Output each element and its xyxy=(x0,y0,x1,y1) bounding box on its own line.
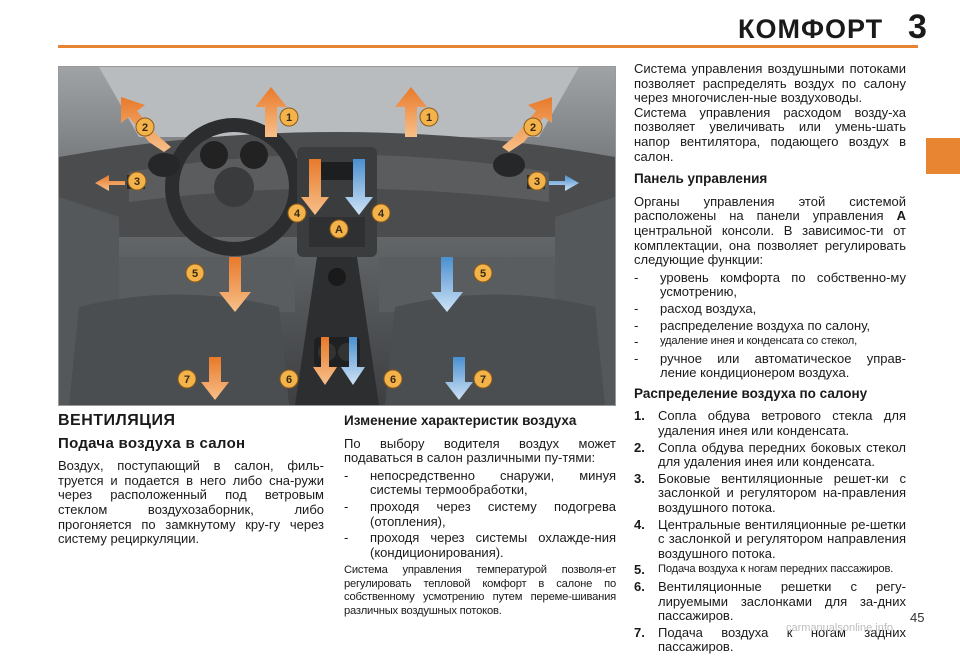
list-item: 3.Боковые вентиляционные решет-ки с засл… xyxy=(634,470,906,516)
marker-badge: 1 xyxy=(279,107,299,127)
marker-badge: 4 xyxy=(287,203,307,223)
note-paragraph: Система управления температурой позволя-… xyxy=(344,564,616,617)
list-item: 2.Сопла обдува передних боковых стекол д… xyxy=(634,439,906,470)
list-item: -удаление инея и конденсата со стекол, xyxy=(634,334,857,350)
svg-text:4: 4 xyxy=(294,208,301,220)
list-item: -непосредственно снаружи, минуя системы … xyxy=(344,467,616,498)
svg-text:3: 3 xyxy=(134,176,140,188)
svg-text:6: 6 xyxy=(390,374,396,386)
interior-ventilation-illustration: 1 1 2 2 3 3 4 4 A 5 5 6 6 7 7 xyxy=(58,66,616,406)
list-item: -распределение воздуха по салону, xyxy=(634,317,871,333)
svg-text:2: 2 xyxy=(530,122,536,134)
marker-badge: 3 xyxy=(527,171,547,191)
list-item: -ручное или автоматическое управ-ление к… xyxy=(634,350,906,381)
marker-badge: 5 xyxy=(473,263,493,283)
marker-badge: 4 xyxy=(371,203,391,223)
middle-column: Изменение характеристик воздуха По выбор… xyxy=(344,413,616,618)
svg-text:3: 3 xyxy=(534,176,540,188)
subsection-heading: Панель управления xyxy=(634,171,768,187)
list-item: 1.Сопла обдува ветрового стекла для удал… xyxy=(634,408,906,439)
marker-badge: 7 xyxy=(473,369,493,389)
svg-text:4: 4 xyxy=(378,208,385,220)
svg-text:5: 5 xyxy=(192,268,198,280)
right-column: Система управления воздушными потоками п… xyxy=(634,61,906,657)
chapter-number: 3 xyxy=(908,8,927,46)
list-item: 5.Подача воздуха к ногам передних пассаж… xyxy=(634,562,894,578)
svg-text:2: 2 xyxy=(142,122,148,134)
marker-badge: 6 xyxy=(279,369,299,389)
page-number: 45 xyxy=(910,610,925,625)
marker-badge: 7 xyxy=(177,369,197,389)
paragraph: По выбору водителя воздух может подавать… xyxy=(344,435,616,466)
section-heading: ВЕНТИЛЯЦИЯ xyxy=(58,412,176,429)
left-column: ВЕНТИЛЯЦИЯ Подача воздуха в салон Воздух… xyxy=(58,412,324,547)
paragraph: Органы управления этой системой располож… xyxy=(634,193,906,268)
subsection-heading: Подача воздуха в салон xyxy=(58,434,246,452)
svg-text:1: 1 xyxy=(286,112,292,124)
marker-badge: A xyxy=(329,219,349,239)
svg-text:1: 1 xyxy=(426,112,432,124)
marker-badge: 1 xyxy=(419,107,439,127)
marker-badge: 2 xyxy=(523,117,543,137)
svg-text:6: 6 xyxy=(286,374,292,386)
watermark: carmanualsonline.info xyxy=(786,622,894,634)
list-item: -расход воздуха, xyxy=(634,300,757,316)
svg-text:A: A xyxy=(335,224,343,236)
header-rule xyxy=(58,45,918,48)
list-item: 4.Центральные вентиляционные ре-шетки с … xyxy=(634,516,906,561)
chapter-side-tab[interactable] xyxy=(926,138,960,174)
svg-text:5: 5 xyxy=(480,268,486,280)
marker-badge: 3 xyxy=(127,171,147,191)
svg-text:7: 7 xyxy=(480,374,486,386)
marker-badge: 2 xyxy=(135,117,155,137)
list-item: 6.Вентиляционные решетки с регу-лируемым… xyxy=(634,579,906,624)
list-item: -проходя через системы охлажде-ния (конд… xyxy=(344,530,616,560)
subsection-heading: Распределение воздуха по салону xyxy=(634,385,868,401)
list-item: -проходя через систему подогрева (отопле… xyxy=(344,498,616,529)
paragraph: Система управления воздушными потоками п… xyxy=(634,61,906,106)
chapter-title: КОМФОРТ xyxy=(738,14,884,44)
marker-badge: 5 xyxy=(185,263,205,283)
subsection-heading: Изменение характеристик воздуха xyxy=(344,413,577,428)
paragraph: Система управления расходом возду-ха поз… xyxy=(634,104,906,164)
svg-text:7: 7 xyxy=(184,374,190,386)
list-item: -уровень комфорта по собственно-му усмот… xyxy=(634,269,906,300)
marker-badge: 6 xyxy=(383,369,403,389)
paragraph: Воздух, поступающий в салон, филь-труетс… xyxy=(58,458,324,547)
